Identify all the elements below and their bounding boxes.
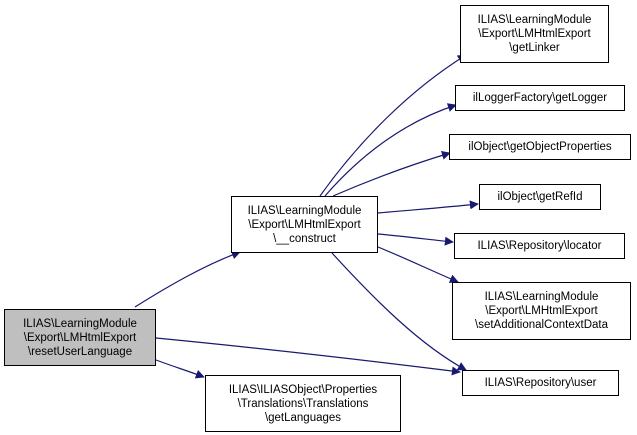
node-label: ILIAS\LearningModule \Export\LMHtmlExpor…	[477, 14, 592, 54]
node-repository-user[interactable]: ILIAS\Repository\user	[462, 370, 619, 396]
edge-construct-to-user	[331, 252, 467, 371]
edge-construct-to-getlinker	[319, 54, 467, 197]
node-label: ILIAS\LearningModule \Export\LMHtmlExpor…	[247, 204, 362, 245]
node-get-logger[interactable]: ilLoggerFactory\getLogger	[455, 85, 625, 111]
edge-construct-to-setaddctx	[377, 246, 459, 283]
node-get-linker[interactable]: ILIAS\LearningModule \Export\LMHtmlExpor…	[460, 5, 609, 63]
edge-reset-to-construct	[134, 250, 241, 308]
edge-reset-to-user	[155, 337, 461, 376]
node-get-ref-id[interactable]: ilObject\getRefId	[479, 184, 601, 210]
node-reset-user-language: ILIAS\LearningModule \Export\LMHtmlExpor…	[4, 309, 156, 366]
node-construct[interactable]: ILIAS\LearningModule \Export\LMHtmlExpor…	[231, 196, 378, 253]
node-label: ILIAS\Repository\locator	[477, 240, 602, 252]
node-get-languages[interactable]: ILIAS\ILIASObject\Properties \Translatio…	[205, 375, 401, 432]
node-get-object-properties[interactable]: ilObject\getObjectProperties	[449, 134, 631, 160]
node-repository-locator[interactable]: ILIAS\Repository\locator	[454, 233, 625, 259]
node-label: ILIAS\LearningModule \Export\LMHtmlExpor…	[475, 291, 608, 331]
node-label: ILIAS\Repository\user	[484, 377, 597, 389]
edge-construct-to-getlogger	[324, 103, 457, 197]
node-set-additional-context-data[interactable]: ILIAS\LearningModule \Export\LMHtmlExpor…	[452, 282, 631, 340]
edge-construct-to-getrefid	[377, 200, 479, 214]
edge-reset-to-getlang	[155, 359, 205, 379]
node-label: ILIAS\LearningModule \Export\LMHtmlExpor…	[23, 317, 137, 358]
edge-construct-to-locator	[377, 233, 454, 246]
edge-construct-to-getobjprop	[332, 151, 451, 197]
node-label: ilObject\getObjectProperties	[468, 141, 612, 153]
node-label: ilObject\getRefId	[497, 191, 583, 203]
node-label: ilLoggerFactory\getLogger	[472, 92, 608, 104]
node-label: ILIAS\ILIASObject\Properties \Translatio…	[228, 383, 378, 424]
